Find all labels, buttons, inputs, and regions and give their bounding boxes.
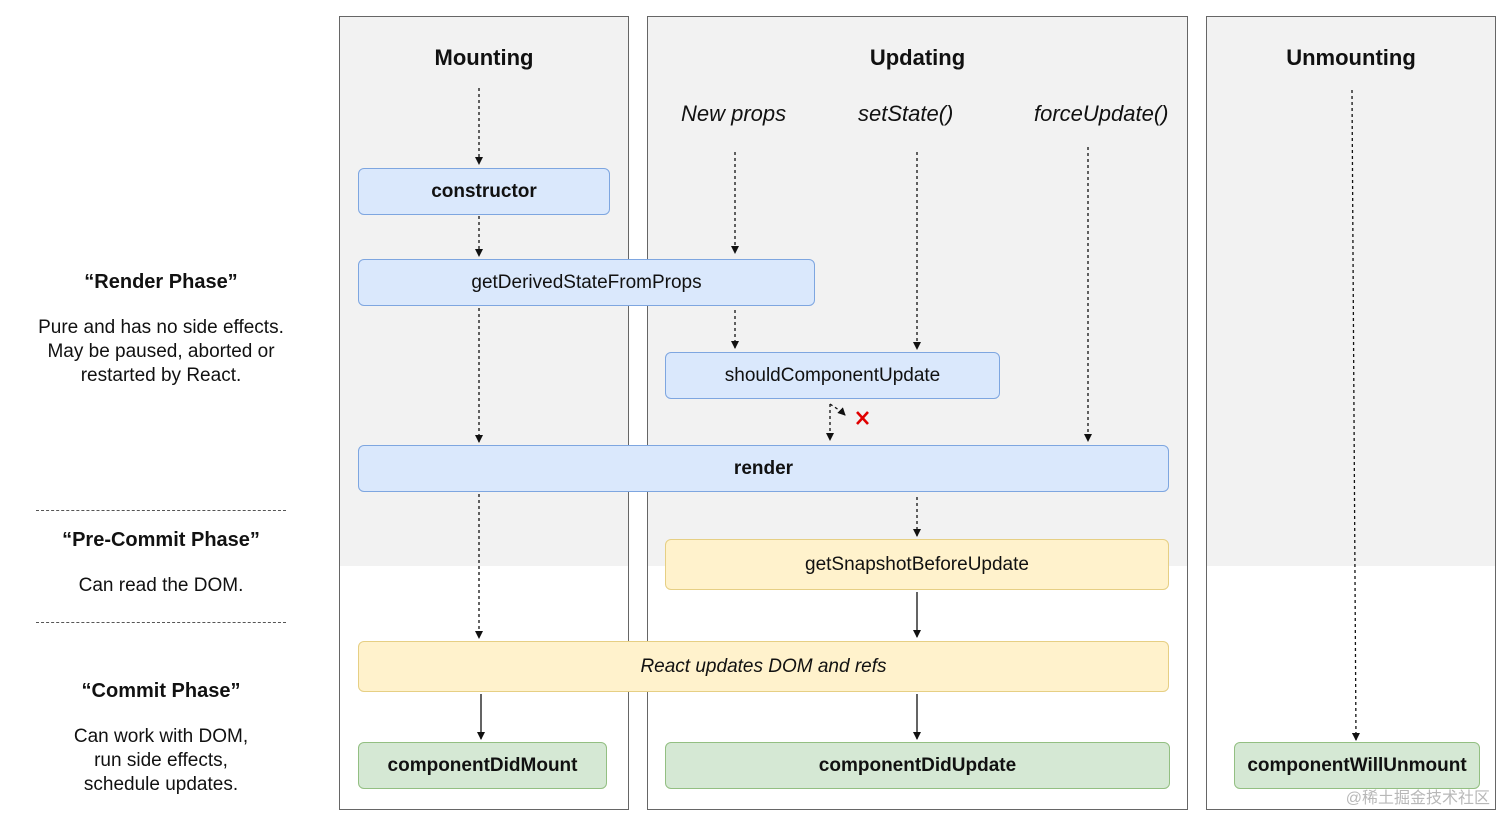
component-will-unmount-box: componentWillUnmount: [1234, 742, 1480, 789]
render-phase-description: Pure and has no side effects. May be pau…: [20, 316, 302, 388]
constructor-box: constructor: [358, 168, 610, 215]
pre-commit-phase-label: “Pre-Commit Phase” Can read the DOM.: [20, 529, 302, 598]
pre-commit-phase-description: Can read the DOM.: [20, 574, 302, 598]
render-phase-line: restarted by React.: [80, 365, 242, 386]
pre-commit-phase-title: “Pre-Commit Phase”: [62, 529, 260, 551]
react-updates-dom-box: React updates DOM and refs: [358, 641, 1169, 692]
trigger-new-props: New props: [681, 101, 787, 126]
unmounting-render-shade: [1207, 17, 1495, 566]
updating-title: Updating: [869, 45, 966, 70]
phase-divider-render-precommit: [36, 510, 286, 511]
render-phase-label: “Render Phase” Pure and has no side effe…: [20, 271, 302, 388]
get-snapshot-before-update-box: getSnapshotBeforeUpdate: [665, 539, 1169, 590]
should-component-update-box: shouldComponentUpdate: [665, 352, 1000, 399]
commit-phase-description: Can work with DOM, run side effects, sch…: [20, 725, 302, 797]
unmounting-column: Unmounting: [1206, 16, 1496, 810]
stop-mark-icon: [856, 411, 869, 425]
commit-phase-line: Can work with DOM,: [73, 726, 249, 747]
watermark: @稀土掘金技术社区: [1345, 790, 1490, 807]
component-did-mount-box: componentDidMount: [358, 742, 607, 789]
get-derived-state-from-props-box: getDerivedStateFromProps: [358, 259, 815, 306]
commit-phase-line: schedule updates.: [83, 774, 239, 795]
commit-phase-line: run side effects,: [94, 750, 228, 771]
render-phase-line: Pure and has no side effects.: [38, 317, 284, 338]
unmounting-title: Unmounting: [1286, 45, 1416, 70]
commit-phase-label: “Commit Phase” Can work with DOM, run si…: [20, 680, 302, 797]
commit-phase-title: “Commit Phase”: [81, 680, 241, 702]
arrow-scu-false: [829, 403, 846, 416]
trigger-force-update: forceUpdate(): [1034, 101, 1169, 126]
pre-commit-phase-line: Can read the DOM.: [78, 575, 244, 596]
phase-divider-precommit-commit: [36, 622, 286, 623]
component-did-update-box: componentDidUpdate: [665, 742, 1170, 789]
render-phase-title: “Render Phase”: [84, 271, 238, 293]
trigger-set-state: setState(): [858, 101, 954, 126]
render-box: render: [358, 445, 1169, 492]
render-phase-line: May be paused, aborted or: [47, 341, 275, 362]
mounting-title: Mounting: [434, 45, 534, 70]
arrow-unmount-to-will-unmount: [1351, 89, 1360, 741]
